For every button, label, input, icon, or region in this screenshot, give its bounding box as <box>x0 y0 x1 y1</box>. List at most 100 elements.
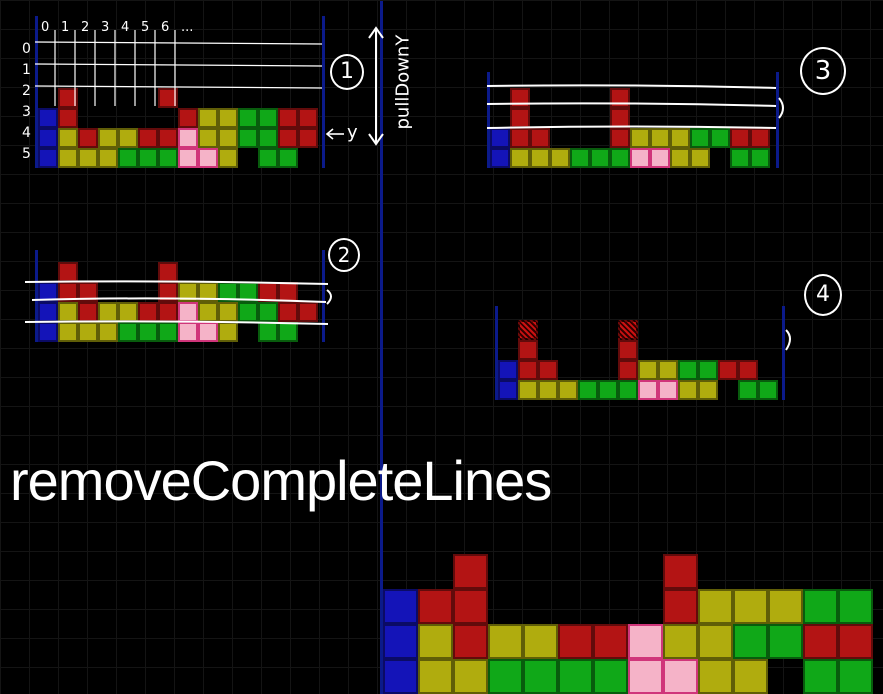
block-cell <box>383 589 418 624</box>
block-cell <box>58 88 78 108</box>
board-step-3 <box>487 72 779 168</box>
block-cell <box>670 128 690 148</box>
step-2-circle: 2 <box>328 238 360 272</box>
row-number: 2 <box>22 83 31 99</box>
block-cell <box>630 148 650 168</box>
block-cell <box>218 302 238 322</box>
block-cell <box>670 148 690 168</box>
row-number: 0 <box>22 41 31 57</box>
block-cell <box>118 128 138 148</box>
block-cell <box>610 128 630 148</box>
board-large <box>380 1 883 694</box>
board3-strike-lines <box>486 84 784 129</box>
block-cell <box>518 340 538 360</box>
block-cell <box>238 108 258 128</box>
block-cell <box>750 148 770 168</box>
block-cell <box>550 148 570 168</box>
step-2-label: 2 <box>337 243 351 267</box>
board-right-wall <box>776 72 779 168</box>
block-cell <box>838 624 873 659</box>
board2-strike-lines <box>24 280 332 325</box>
block-cell <box>510 148 530 168</box>
block-cell <box>768 624 803 659</box>
block-cell <box>618 360 638 380</box>
block-cell <box>98 128 118 148</box>
column-number: 2 <box>81 20 90 35</box>
block-cell <box>638 380 658 400</box>
block-cell <box>733 624 768 659</box>
step-1-circle: 1 <box>330 54 364 90</box>
block-cell <box>750 128 770 148</box>
column-number: ... <box>181 20 194 35</box>
block-cell <box>78 128 98 148</box>
block-cell <box>698 380 718 400</box>
block-cell <box>258 128 278 148</box>
block-cell <box>158 282 178 302</box>
block-cell <box>38 108 58 128</box>
block-cell <box>58 128 78 148</box>
block-cell <box>690 128 710 148</box>
block-cell <box>158 88 178 108</box>
block-cell <box>618 340 638 360</box>
block-cell <box>558 659 593 694</box>
board4-arrow <box>785 329 791 351</box>
block-cell <box>418 589 453 624</box>
block-cell <box>418 659 453 694</box>
row-number: 5 <box>22 146 31 162</box>
column-number: 3 <box>101 20 110 35</box>
block-cell <box>218 108 238 128</box>
block-cell <box>453 589 488 624</box>
block-cell <box>58 282 78 302</box>
block-cell <box>593 624 628 659</box>
board1-hand-grid <box>34 30 323 106</box>
board-left-wall <box>487 72 490 168</box>
block-cell <box>523 659 558 694</box>
block-cell <box>618 380 638 400</box>
block-cell <box>490 128 510 148</box>
block-cell <box>650 148 670 168</box>
block-cell <box>803 624 838 659</box>
block-cell <box>698 659 733 694</box>
block-cell <box>838 589 873 624</box>
block-cell <box>198 108 218 128</box>
block-cell <box>158 128 178 148</box>
block-cell <box>78 322 98 342</box>
block-cell <box>488 659 523 694</box>
block-cell <box>803 589 838 624</box>
block-cell <box>38 128 58 148</box>
row-number: 1 <box>22 62 31 78</box>
block-cell <box>628 624 663 659</box>
block-cell <box>538 380 558 400</box>
block-cell <box>570 148 590 168</box>
block-cell <box>278 108 298 128</box>
block-cell <box>98 322 118 342</box>
column-number: 5 <box>141 20 150 35</box>
block-cell <box>198 322 218 342</box>
step-4-label: 4 <box>816 282 830 307</box>
block-cell <box>178 282 198 302</box>
block-cell <box>663 554 698 589</box>
block-cell <box>198 128 218 148</box>
block-cell <box>58 148 78 168</box>
block-cell <box>138 148 158 168</box>
board-left-wall <box>380 1 383 694</box>
column-number: 1 <box>61 20 70 35</box>
block-cell <box>518 320 538 340</box>
block-cell <box>718 360 738 380</box>
block-cell <box>618 320 638 340</box>
block-cell <box>698 589 733 624</box>
block-cell <box>38 282 58 302</box>
block-cell <box>218 148 238 168</box>
block-cell <box>453 659 488 694</box>
block-cell <box>198 148 218 168</box>
block-cell <box>178 128 198 148</box>
board-step-1 <box>35 16 325 168</box>
board-left-wall <box>35 16 38 168</box>
block-cell <box>198 282 218 302</box>
block-cell <box>278 148 298 168</box>
block-cell <box>690 148 710 168</box>
block-cell <box>730 128 750 148</box>
board-right-wall <box>782 306 785 400</box>
